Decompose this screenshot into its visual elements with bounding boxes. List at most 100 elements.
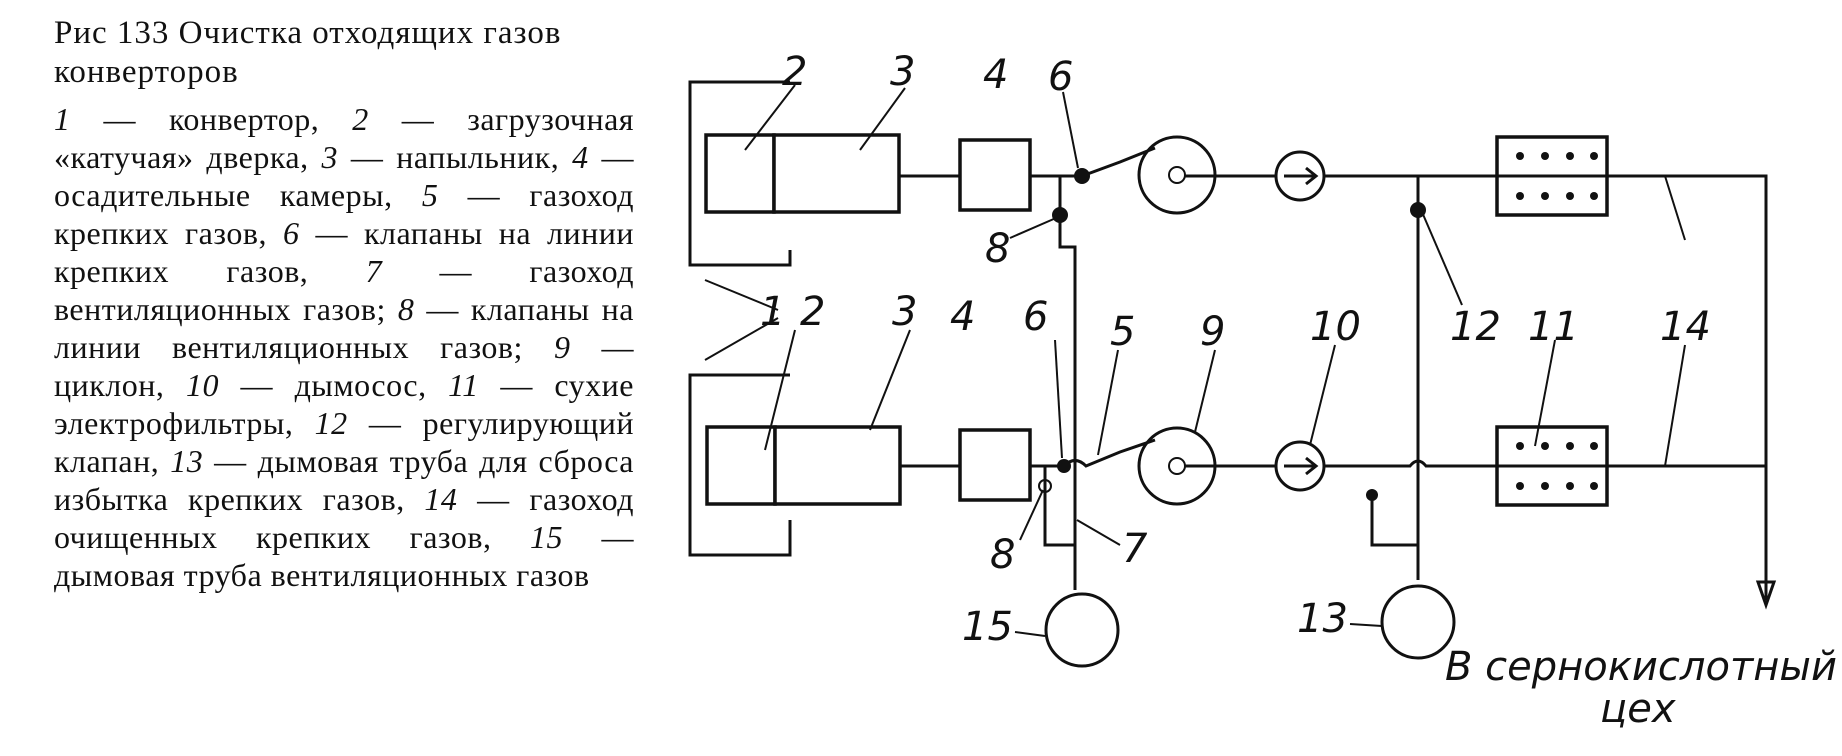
legend-item-number: 10 bbox=[185, 367, 219, 403]
label-mid-10: 10 bbox=[1310, 304, 1361, 350]
legend-item-number: 15 bbox=[529, 519, 563, 555]
legend-item-number: 6 bbox=[282, 215, 300, 251]
top-cyclone-core bbox=[1168, 166, 1186, 184]
bottom-filter-dots bbox=[1516, 442, 1598, 490]
legend-item-text: — напыльник, bbox=[338, 139, 573, 175]
bottom-valve-6 bbox=[1057, 459, 1071, 473]
leader-bottom-7 bbox=[1076, 519, 1121, 546]
label-bottom-7: 7 bbox=[1122, 526, 1148, 572]
legend-item-number: 7 bbox=[365, 253, 383, 289]
label-bottom-13: 13 bbox=[1297, 596, 1348, 642]
bottom-line-b bbox=[1030, 438, 1156, 468]
legend-item-text: — конвертор, bbox=[70, 101, 353, 137]
top-line-e bbox=[1607, 174, 1768, 600]
top-hood-box bbox=[772, 133, 901, 214]
converter-top-outline bbox=[688, 80, 792, 267]
label-mid-11: 11 bbox=[1528, 304, 1579, 350]
label-top-8: 8 bbox=[985, 226, 1010, 272]
destination-label: В сернокислотный bbox=[1445, 644, 1837, 690]
destination-arrow bbox=[1755, 580, 1777, 610]
top-filter-dots bbox=[1516, 152, 1598, 200]
label-top-2: 2 bbox=[782, 49, 807, 95]
leader-top-8 bbox=[1009, 217, 1057, 239]
legend-item-number: 4 bbox=[572, 139, 589, 175]
legend-item-text: — клапаны на линии вентиляционных газов; bbox=[54, 291, 635, 365]
legend-item-text: — газоход очищенных крепких газов, bbox=[54, 481, 635, 555]
destination-label-2: цех bbox=[1600, 686, 1676, 732]
leader-mid-14 bbox=[1664, 344, 1686, 467]
label-mid-5: 5 bbox=[1110, 309, 1135, 355]
label-mid-6: 6 bbox=[1023, 294, 1048, 340]
legend-item-text: — дымовая труба вентиляционных газов bbox=[54, 519, 635, 593]
legend-item-text: — клапаны на линии крепких газов, bbox=[54, 215, 635, 289]
legend-item-number: 2 bbox=[352, 101, 369, 137]
leader-mid-5 bbox=[1097, 349, 1119, 456]
legend-item-number: 11 bbox=[448, 367, 479, 403]
legend-item-number: 14 bbox=[424, 481, 458, 517]
bottom-door-box bbox=[705, 425, 777, 506]
bottom-fan-arrow bbox=[1284, 456, 1319, 476]
label-mid-12: 12 bbox=[1450, 304, 1501, 350]
legend-item-text: — регулирующий клапан, bbox=[54, 405, 634, 479]
leader-bottom-8 bbox=[1019, 489, 1044, 541]
bottom-reg-branch bbox=[1370, 495, 1418, 547]
leader-mid-9 bbox=[1194, 349, 1216, 433]
label-top-4: 4 bbox=[983, 52, 1008, 98]
top-valve-6 bbox=[1074, 168, 1090, 184]
legend-item-number: 1 bbox=[54, 101, 71, 137]
bottom-chamber-box bbox=[958, 428, 1032, 502]
leader-mid-3 bbox=[869, 329, 911, 431]
leader-13 bbox=[1349, 623, 1383, 627]
label-mid-4: 4 bbox=[950, 294, 975, 340]
bottom-hood-box bbox=[773, 425, 902, 506]
legend-item-text: — осадительные камеры, bbox=[54, 139, 635, 213]
leader-top-6 bbox=[1062, 91, 1079, 169]
leader-1-top bbox=[704, 279, 779, 311]
legend-item-number: 8 bbox=[397, 291, 415, 327]
leader-15 bbox=[1014, 631, 1046, 637]
label-mid-1: 1 bbox=[760, 289, 785, 335]
label-top-3: 3 bbox=[890, 49, 915, 95]
label-mid-9: 9 bbox=[1200, 309, 1225, 355]
label-top-6: 6 bbox=[1048, 54, 1073, 100]
leader-mid-11 bbox=[1534, 339, 1556, 447]
converter-bottom-outline bbox=[688, 373, 792, 557]
caption-legend: 1 — конвертор, 2 — загрузочная «катучая»… bbox=[54, 100, 634, 594]
figure-caption: Рис 133 Очистка отходящих газов конверто… bbox=[54, 14, 634, 594]
leader-1-bottom bbox=[704, 317, 779, 361]
leader-top-2 bbox=[744, 84, 796, 151]
chimney-15 bbox=[1044, 592, 1120, 668]
bottom-cyclone-core bbox=[1168, 457, 1186, 475]
legend-item-text: — дымосос, bbox=[218, 367, 449, 403]
legend-item-text: — дымовая труба для сброса избытка крепк… bbox=[54, 443, 635, 517]
legend-item-number: 3 bbox=[321, 139, 338, 175]
legend-item-text: — загрузочная «катучая» дверка, bbox=[54, 101, 635, 175]
bottom-vent-branch bbox=[1043, 466, 1075, 547]
top-door-box bbox=[704, 133, 776, 214]
leader-top-14 bbox=[1664, 175, 1686, 241]
legend-item-number: 13 bbox=[170, 443, 204, 479]
bottom-line-d bbox=[1324, 459, 1497, 468]
legend-item-number: 9 bbox=[553, 329, 571, 365]
label-mid-14: 14 bbox=[1660, 304, 1711, 350]
legend-item-text: — газоход вентиляционных газов; bbox=[54, 253, 634, 327]
top-line-b bbox=[1030, 146, 1156, 178]
leader-top-3 bbox=[859, 87, 906, 151]
top-vent-branch bbox=[1058, 176, 1077, 540]
leader-mid-10 bbox=[1309, 344, 1336, 446]
legend-item-text: — газоход крепких газов, bbox=[54, 177, 635, 251]
legend-item-text: — циклон, bbox=[54, 329, 635, 403]
legend-item-text: — сухие электрофильтры, bbox=[54, 367, 635, 441]
caption-title: Рис 133 Очистка отходящих газов конверто… bbox=[54, 15, 562, 90]
top-chamber-box bbox=[958, 138, 1032, 212]
legend-item-number: 5 bbox=[421, 177, 439, 213]
leader-mid-6 bbox=[1054, 339, 1063, 459]
leader-mid-2 bbox=[764, 329, 796, 451]
top-fan-arrow bbox=[1284, 166, 1319, 186]
label-mid-2: 2 bbox=[800, 289, 825, 335]
label-mid-3: 3 bbox=[892, 289, 917, 335]
label-bottom-15: 15 bbox=[962, 604, 1013, 650]
leader-mid-12 bbox=[1421, 211, 1463, 306]
label-bottom-8: 8 bbox=[990, 532, 1015, 578]
